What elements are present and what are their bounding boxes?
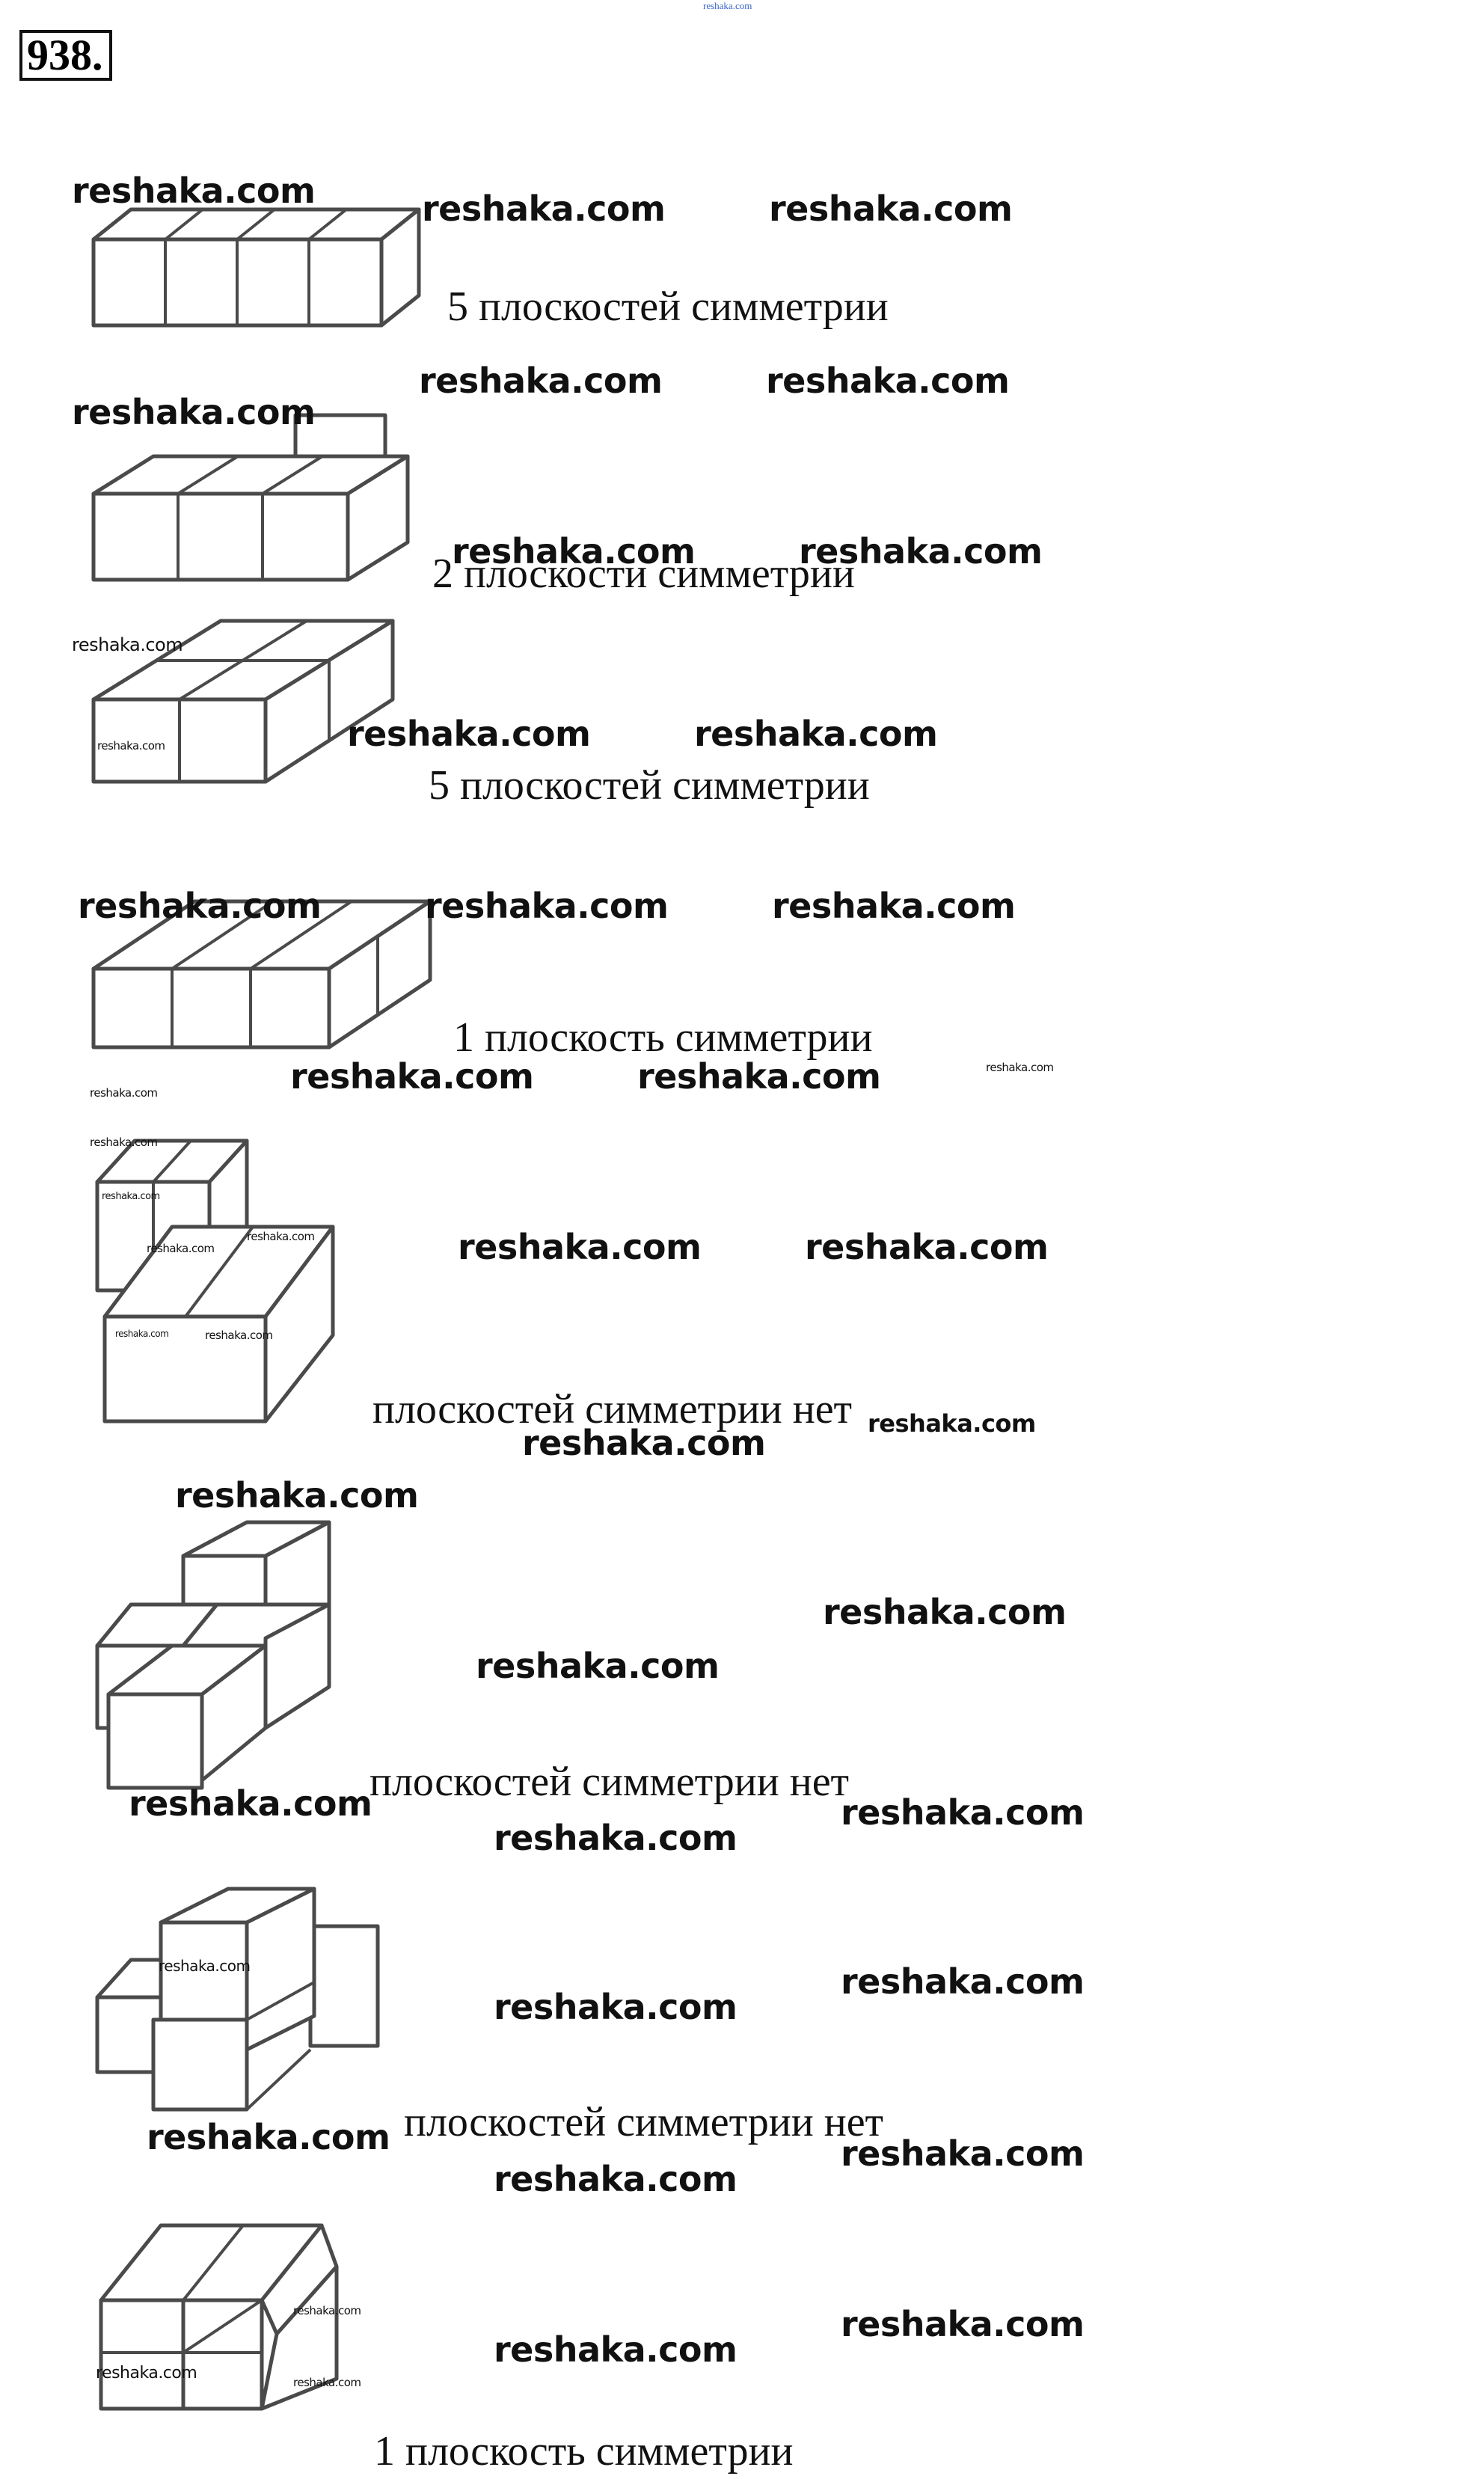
watermark: reshaka.com xyxy=(986,1061,1054,1074)
watermark: reshaka.com xyxy=(799,531,1043,572)
figure-7 xyxy=(95,1887,380,2112)
watermark: reshaka.com xyxy=(293,2376,361,2389)
caption-4: 1 плоскость симметрии xyxy=(453,1014,873,1061)
caption-5: плоскостей симметрии нет xyxy=(372,1386,853,1432)
watermark: reshaka.com xyxy=(347,714,591,754)
caption-1: 5 плоскостей симметрии xyxy=(447,284,889,330)
watermark: reshaka.com xyxy=(247,1230,315,1243)
watermark: reshaka.com xyxy=(115,1329,169,1339)
watermark: reshaka.com xyxy=(72,634,183,655)
watermark: reshaka.com xyxy=(419,361,663,401)
figure-6 xyxy=(95,1520,331,1790)
watermark: reshaka.com xyxy=(205,1329,273,1342)
watermark: reshaka.com xyxy=(90,1136,158,1149)
caption-3: 5 плоскостей симметрии xyxy=(429,762,870,809)
figure-4 xyxy=(91,899,432,1049)
watermark: reshaka.com xyxy=(96,2364,197,2383)
watermark: reshaka.com xyxy=(147,2117,390,2157)
problem-number: 938. xyxy=(19,30,112,81)
watermark: reshaka.com xyxy=(293,2304,361,2317)
caption-2: 2 плоскости симметрии xyxy=(432,551,855,597)
watermark: reshaka.com xyxy=(694,714,938,754)
watermark: reshaka.com xyxy=(90,1086,158,1100)
watermark: reshaka.com xyxy=(637,1056,881,1097)
watermark: reshaka.com xyxy=(129,1783,372,1824)
watermark: reshaka.com xyxy=(494,2159,738,2199)
watermark: reshaka.com xyxy=(494,2329,738,2370)
figure-3 xyxy=(91,619,395,784)
figure-1 xyxy=(91,207,421,328)
watermark: reshaka.com xyxy=(766,361,1010,401)
watermark: reshaka.com xyxy=(422,189,666,229)
watermark: reshaka.com xyxy=(72,392,316,432)
watermark: reshaka.com xyxy=(159,1957,251,1975)
watermark: reshaka.com xyxy=(868,1409,1036,1438)
figure-5 xyxy=(95,1139,335,1424)
watermark: reshaka.com xyxy=(841,2304,1085,2344)
watermark: reshaka.com xyxy=(102,1191,160,1202)
watermark: reshaka.com xyxy=(72,171,316,211)
watermark: reshaka.com xyxy=(290,1056,534,1097)
figure-2 xyxy=(91,413,410,582)
watermark: reshaka.com xyxy=(805,1227,1049,1267)
caption-7: плоскостей симметрии нет xyxy=(404,2099,884,2145)
watermark: reshaka.com xyxy=(841,1792,1085,1833)
caption-8: 1 плоскость симметрии xyxy=(374,2428,794,2475)
watermark: reshaka.com xyxy=(522,1423,766,1463)
watermark: reshaka.com xyxy=(841,1961,1085,2002)
watermark: reshaka.com xyxy=(97,739,165,753)
watermark: reshaka.com xyxy=(823,1592,1067,1632)
caption-6: плоскостей симметрии нет xyxy=(370,1759,850,1805)
watermark: reshaka.com xyxy=(494,1818,738,1858)
figure-8 xyxy=(99,2223,339,2411)
watermark: reshaka.com xyxy=(841,2133,1085,2174)
watermark: reshaka.com xyxy=(458,1227,702,1267)
watermark: reshaka.com xyxy=(769,189,1013,229)
header-watermark: reshaka.com xyxy=(703,0,752,11)
watermark: reshaka.com xyxy=(452,531,696,572)
watermark: reshaka.com xyxy=(494,1987,738,2027)
watermark: reshaka.com xyxy=(78,886,322,926)
watermark: reshaka.com xyxy=(147,1242,215,1255)
watermark: reshaka.com xyxy=(175,1475,419,1516)
watermark: reshaka.com xyxy=(476,1646,720,1686)
watermark: reshaka.com xyxy=(425,886,669,926)
watermark: reshaka.com xyxy=(772,886,1016,926)
